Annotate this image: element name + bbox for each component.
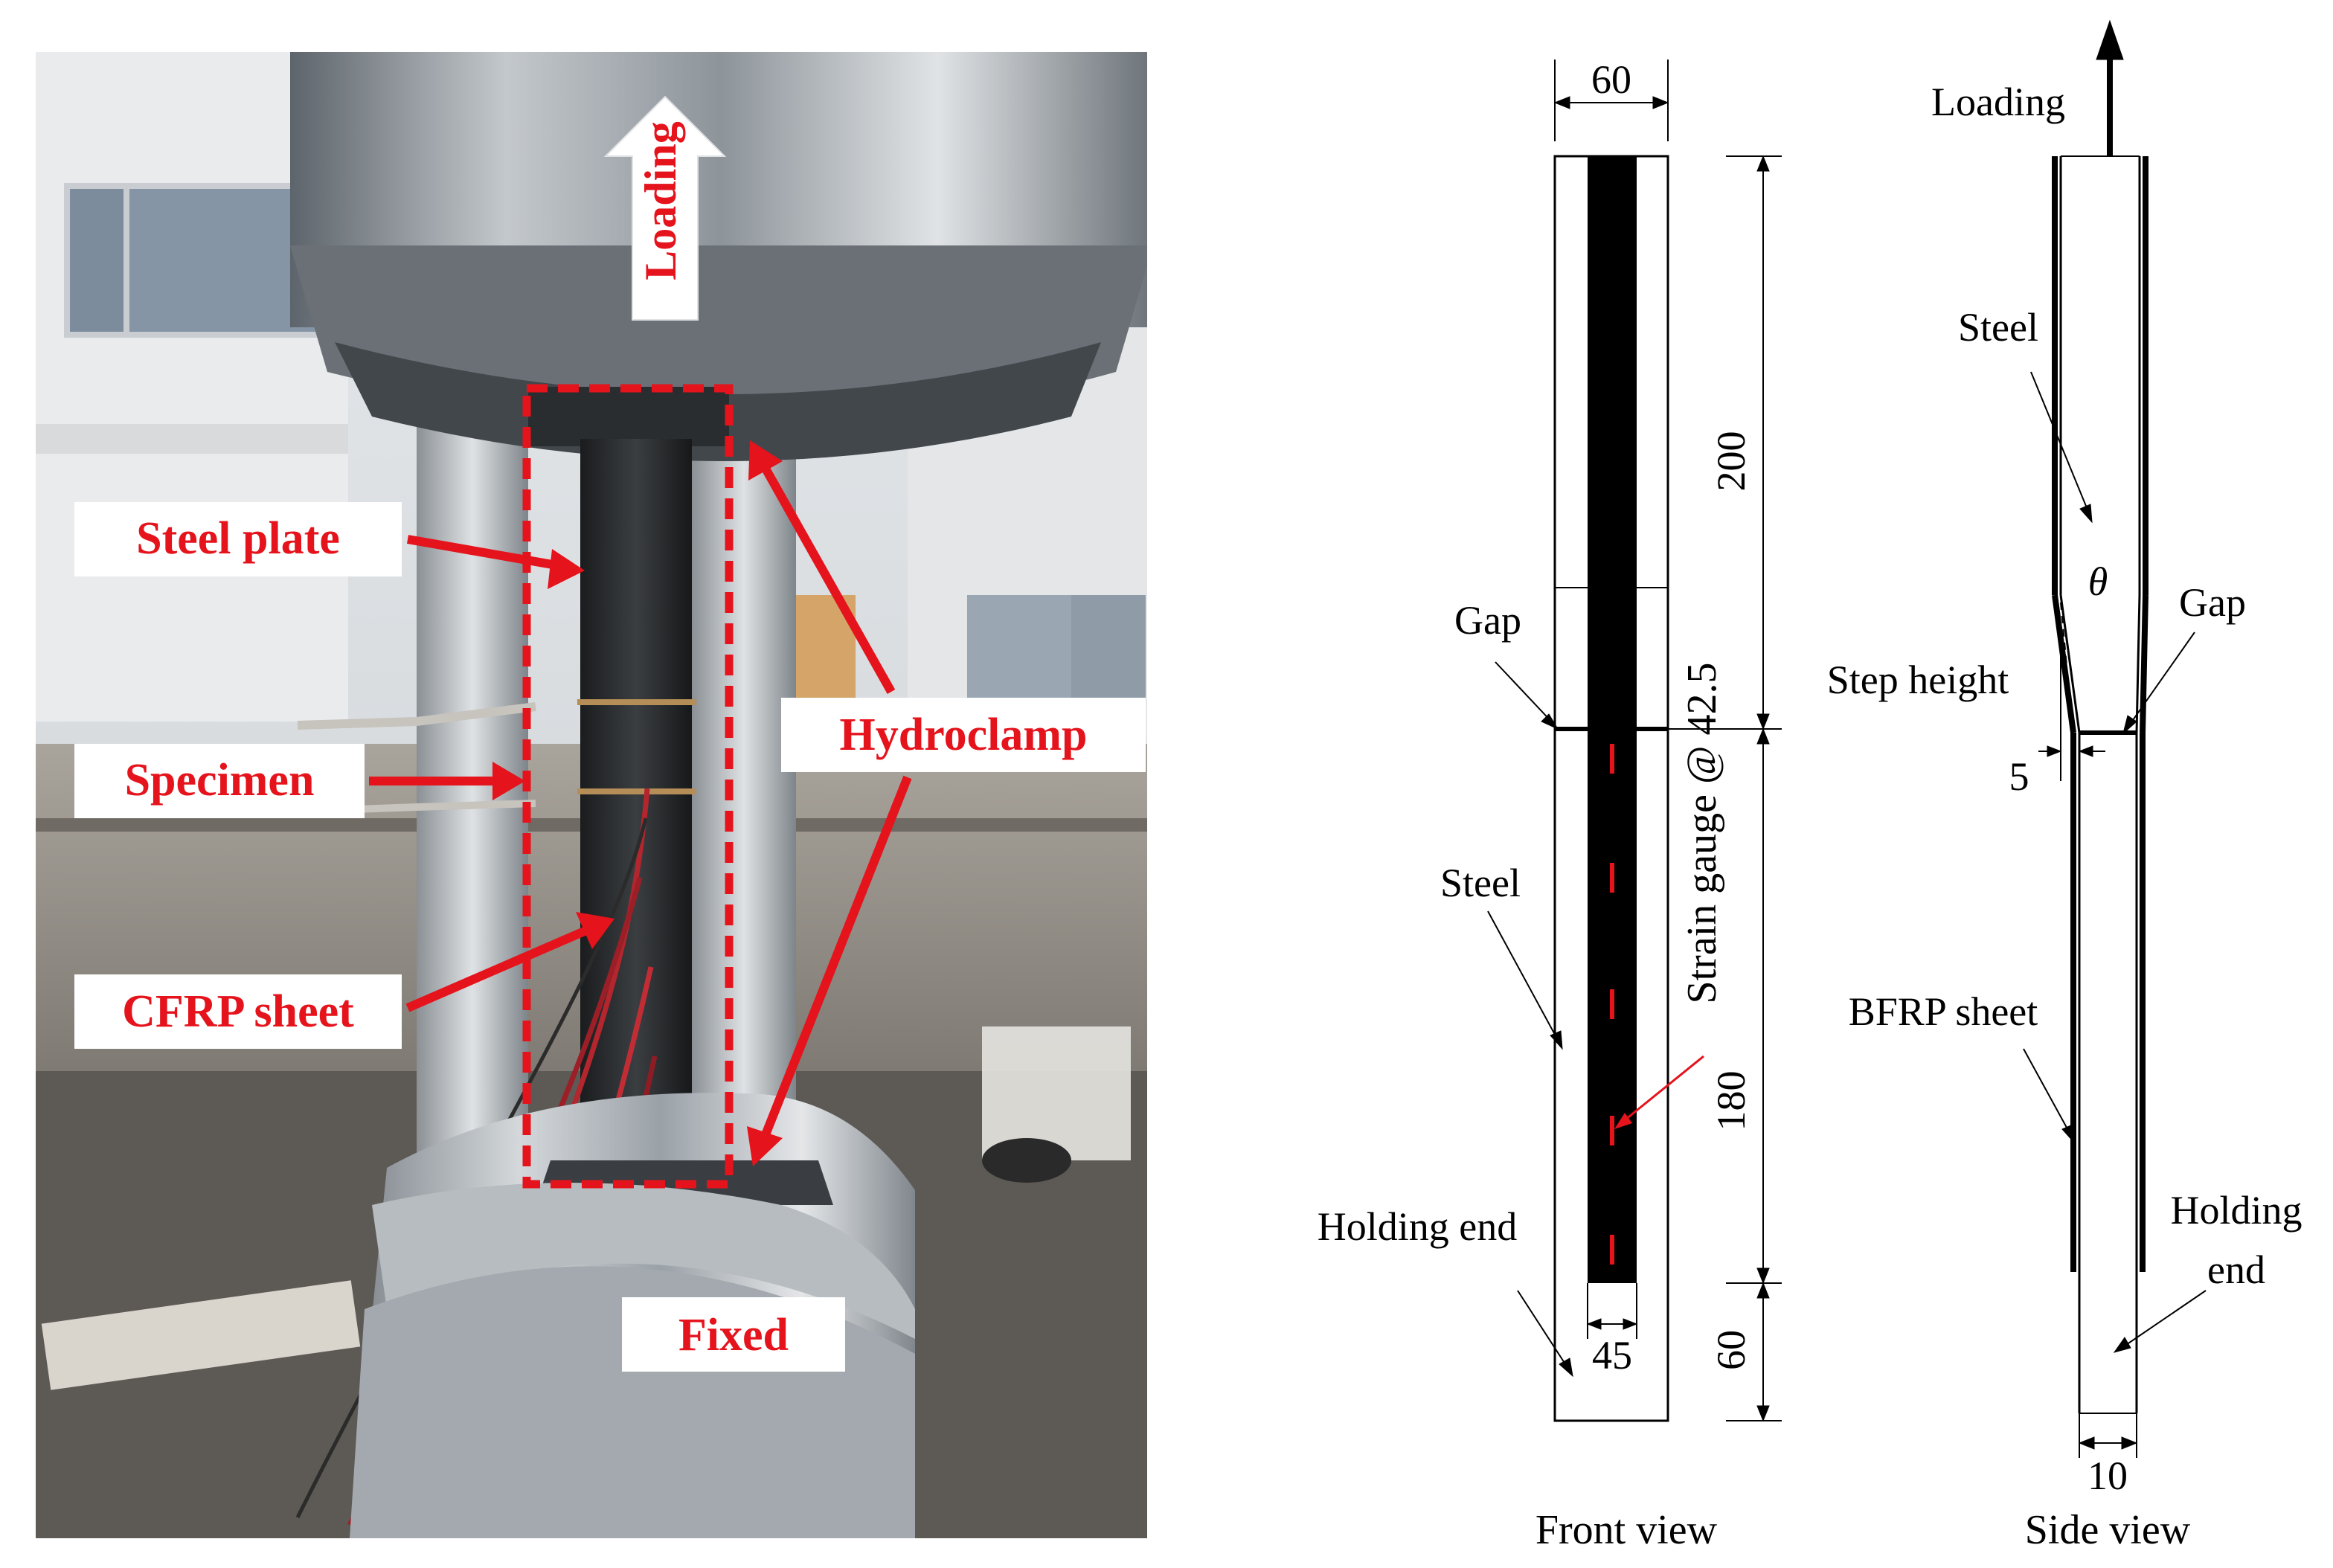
specimen-label-box bbox=[74, 744, 365, 818]
holding-end-leader bbox=[1517, 1290, 1569, 1369]
strain-gauge-leader bbox=[1625, 1055, 1704, 1121]
side-loading-label: Loading bbox=[1931, 80, 2065, 124]
loading-arrow-icon bbox=[603, 95, 727, 321]
dim-upper-label: 200 bbox=[1709, 431, 1753, 492]
arrowhead-icon bbox=[747, 1126, 783, 1166]
photo-label-loading: Loading bbox=[636, 121, 685, 280]
side-steel-leader bbox=[2030, 371, 2090, 514]
arrowhead-icon bbox=[548, 549, 585, 589]
side-holding-label-line1: Holding bbox=[2170, 1188, 2302, 1233]
side-view-text: Loading Steel θ Gap Step height 5 BFRP s… bbox=[1827, 80, 2302, 1553]
step-dim-label: 5 bbox=[2009, 754, 2029, 799]
side-gap-leader bbox=[2127, 632, 2195, 728]
steel-plate-label-box bbox=[74, 502, 402, 576]
front-view-text: 60 45 200 180 60 Gap Steel Holding end S… bbox=[1318, 57, 1753, 1553]
dim-thickness-label: 10 bbox=[2087, 1453, 2128, 1498]
dim-end-label: 60 bbox=[1709, 1330, 1753, 1370]
bfrp-sheet-leader bbox=[2023, 1048, 2071, 1135]
arrowhead-icon bbox=[748, 440, 783, 481]
theta-reference-line bbox=[2060, 602, 2067, 666]
photo-label-steel-plate: Steel plate bbox=[136, 513, 340, 564]
steel-leader bbox=[1487, 910, 1559, 1042]
arrowhead-icon bbox=[492, 762, 525, 800]
dim-inner-width-label: 45 bbox=[1592, 1333, 1632, 1378]
gap-leader bbox=[1495, 661, 1556, 726]
dim-width-label: 60 bbox=[1591, 57, 1631, 102]
bfrp-sheet-label: BFRP sheet bbox=[1849, 989, 2038, 1034]
photo-label-cfrp-sheet: CFRP sheet bbox=[122, 986, 354, 1037]
front-steel-label: Steel bbox=[1440, 861, 1521, 905]
theta-label: θ bbox=[2088, 559, 2108, 604]
side-view-caption: Side view bbox=[2025, 1507, 2191, 1553]
photo-annotations: Loading Steel plate Specimen CFRP sheet … bbox=[74, 95, 1146, 1372]
hydroclamp-pointer-lower bbox=[760, 775, 912, 1139]
side-steel-label: Steel bbox=[1958, 305, 2038, 350]
front-view-drawing bbox=[1487, 60, 1782, 1422]
cfrp-sheet-pointer bbox=[405, 925, 590, 1012]
photo-label-hydroclamp: Hydroclamp bbox=[840, 710, 1088, 760]
hydroclamp-dashed-box bbox=[522, 384, 734, 1189]
side-holding-end-leader bbox=[2121, 1290, 2207, 1349]
hydroclamp-pointer-upper bbox=[760, 465, 896, 694]
photo-label-specimen: Specimen bbox=[125, 755, 315, 806]
front-frp-sheet bbox=[1588, 156, 1637, 1283]
step-height-label: Step height bbox=[1827, 658, 2009, 702]
side-loading-arrow-icon bbox=[2096, 19, 2124, 60]
cfrp-sheet-label-box bbox=[74, 974, 402, 1049]
fixed-label-box bbox=[622, 1297, 845, 1372]
hydroclamp-label-box bbox=[781, 698, 1146, 772]
front-gap-label: Gap bbox=[1454, 598, 1521, 643]
side-holding-label-line2: end bbox=[2207, 1247, 2265, 1292]
strain-gauge-label: Strain gauge @ 42.5 bbox=[1679, 662, 1725, 1003]
steel-plate-pointer bbox=[406, 535, 567, 571]
front-view-caption: Front view bbox=[1535, 1507, 1718, 1553]
side-gap-label: Gap bbox=[2179, 580, 2246, 625]
front-holding-end-label: Holding end bbox=[1318, 1204, 1517, 1249]
dim-lower-label: 180 bbox=[1709, 1071, 1753, 1131]
photo-label-fixed: Fixed bbox=[678, 1310, 789, 1360]
arrowhead-icon bbox=[576, 912, 614, 949]
side-view-drawing bbox=[2023, 19, 2207, 1458]
